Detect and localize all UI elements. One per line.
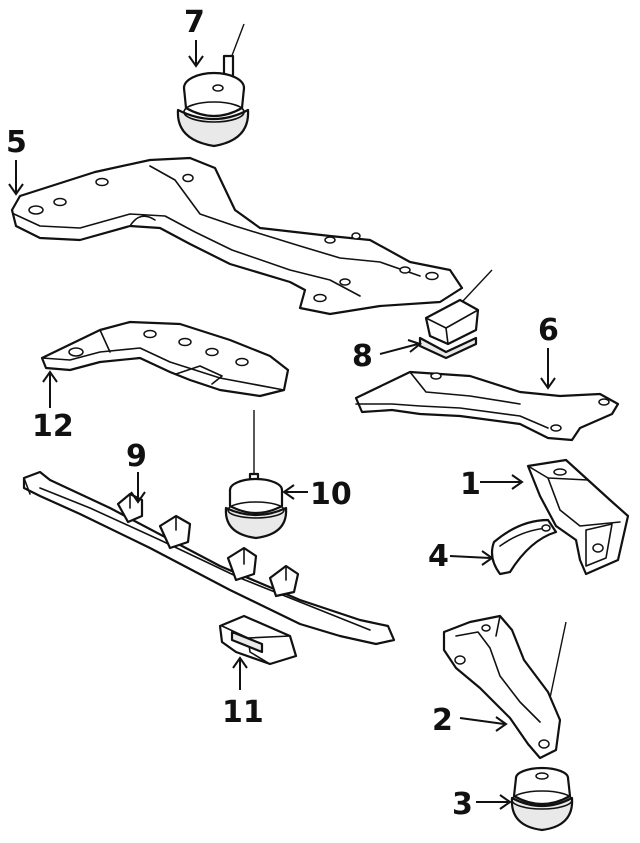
part-6-crossmember xyxy=(354,370,620,442)
callout-3: 3 xyxy=(452,787,473,822)
part-4-curved-pad xyxy=(490,518,558,576)
callout-1: 1 xyxy=(460,467,481,502)
callout-7: 7 xyxy=(184,5,205,40)
part-11-bracket xyxy=(218,614,298,666)
callout-11: 11 xyxy=(222,695,264,730)
callout-10: 10 xyxy=(310,477,352,512)
part-1-mount-bracket xyxy=(526,458,630,576)
callout-12: 12 xyxy=(32,409,74,444)
part-10-engine-mount xyxy=(224,410,288,540)
callout-arrows xyxy=(8,40,556,810)
callout-labels: 7 5 8 6 12 9 10 1 4 11 2 3 xyxy=(6,5,559,822)
callout-2: 2 xyxy=(432,703,453,738)
part-12-bracket-plate xyxy=(40,320,290,398)
callout-6: 6 xyxy=(538,313,559,348)
part-5-crossmember xyxy=(10,156,464,316)
callout-5: 5 xyxy=(6,125,27,160)
callout-8: 8 xyxy=(352,339,373,374)
part-2-mount-bracket xyxy=(442,614,567,760)
part-9-rail xyxy=(22,470,396,646)
callout-4: 4 xyxy=(428,539,449,574)
callout-9: 9 xyxy=(126,439,147,474)
part-8-mount-pad xyxy=(418,269,493,360)
part-3-round-mount xyxy=(510,766,574,832)
part-7-engine-mount xyxy=(176,23,250,148)
